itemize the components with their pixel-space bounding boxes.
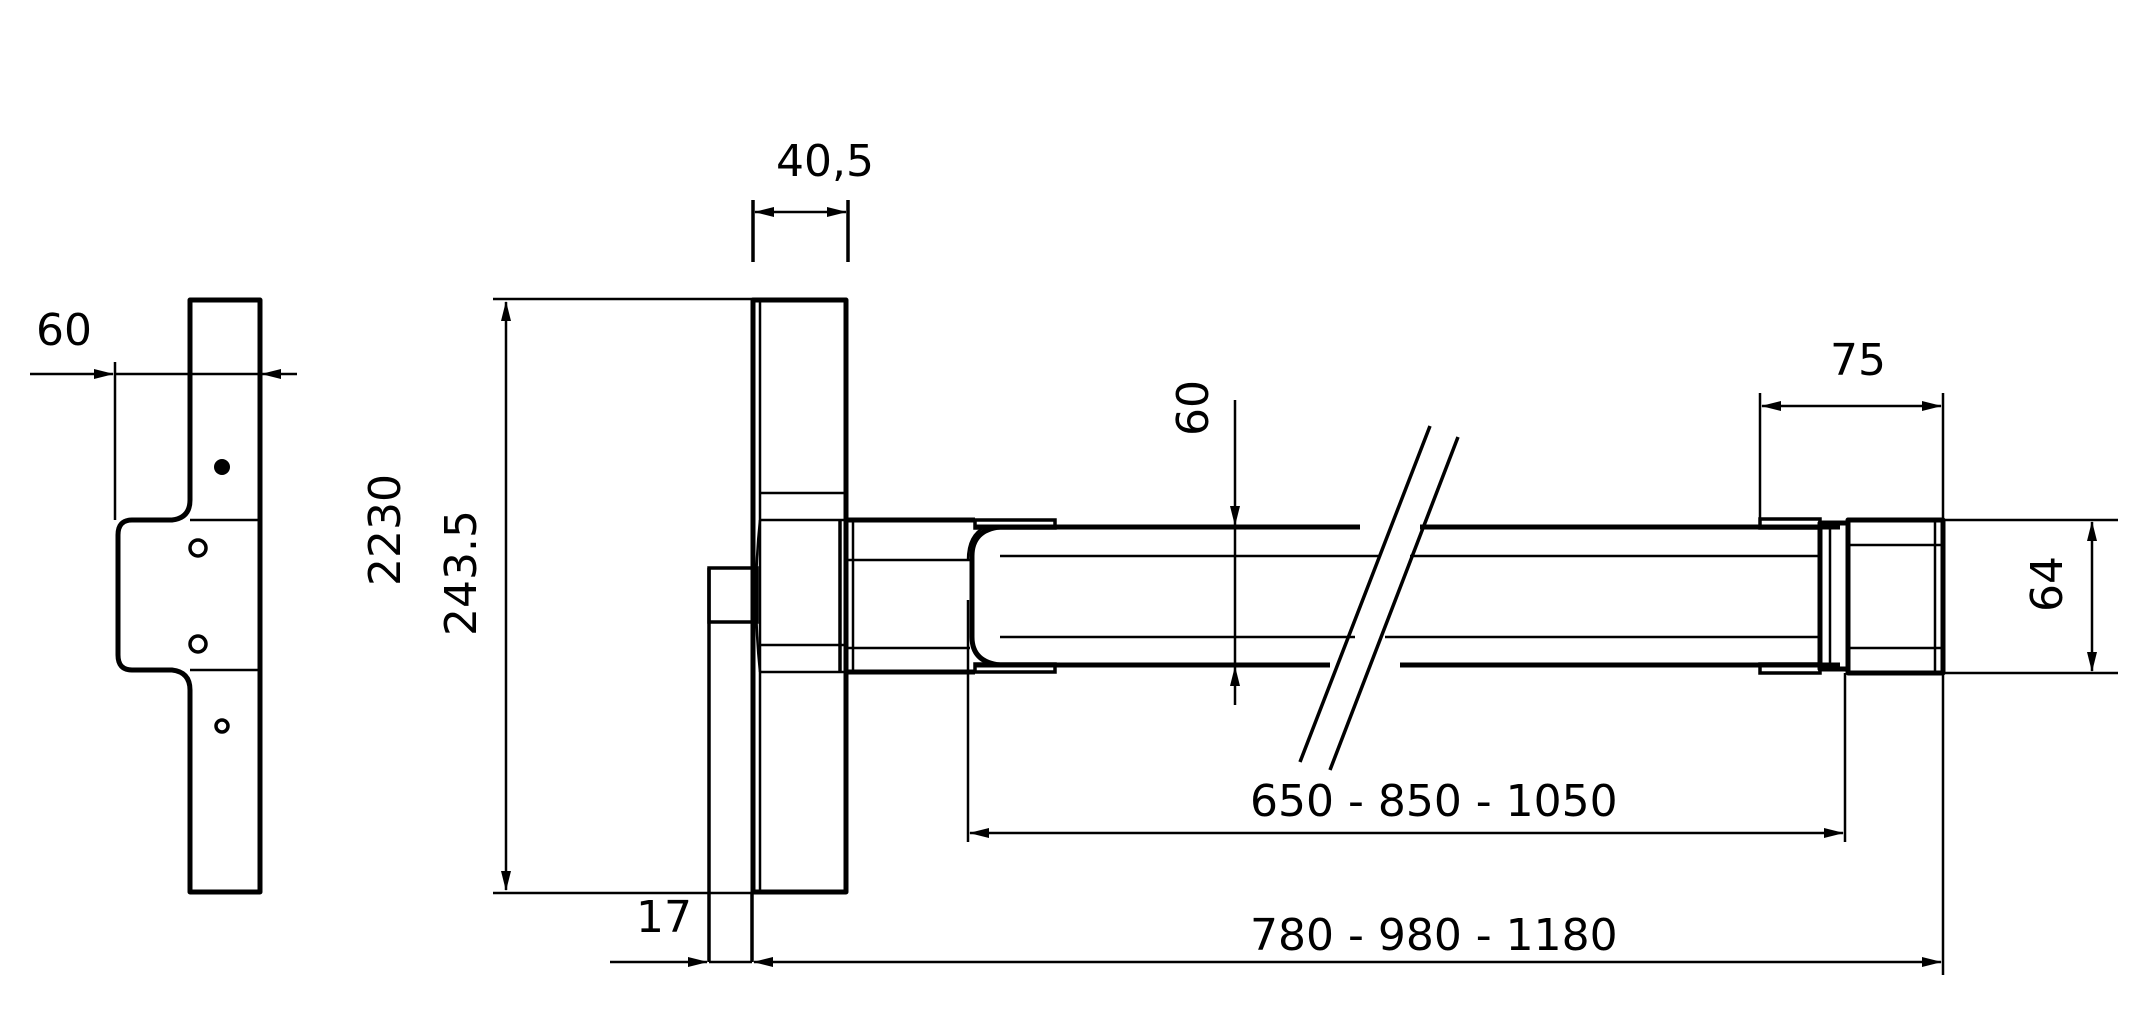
horizontal-bar <box>846 425 1946 771</box>
dimension-inner-length: 650 - 850 - 1050 <box>966 600 1847 842</box>
dimension-label: 17 <box>636 892 692 943</box>
dimension-end-cap-width: 75 <box>1758 335 1945 520</box>
dimension-label: 60 <box>1168 380 1219 436</box>
dimension-label: 2230 <box>360 474 411 586</box>
mounting-hole <box>214 459 230 475</box>
dimension-label: 40,5 <box>776 136 874 187</box>
dimension-overall-length: 17 780 - 980 - 1180 <box>610 673 1945 975</box>
front-view-plate <box>115 297 263 895</box>
side-view-plate <box>707 297 849 962</box>
mounting-hole <box>214 718 230 734</box>
dimension-side-width: 60 <box>30 305 297 520</box>
dimension-label: 650 - 850 - 1050 <box>1250 776 1618 827</box>
dimension-label: 64 <box>2022 556 2073 612</box>
mounting-hole <box>188 538 208 558</box>
dimension-end-cap-height: 64 <box>1943 518 2118 675</box>
dimension-bar-height: 60 <box>1168 380 1240 705</box>
dimension-label: 243.5 <box>436 510 487 636</box>
mounting-hole <box>188 634 208 654</box>
dimension-label: 780 - 980 - 1180 <box>1250 910 1618 961</box>
dimension-label: 60 <box>36 305 92 356</box>
dimension-plate-height: 2230 243.5 <box>360 297 753 895</box>
dimension-label: 75 <box>1830 335 1886 386</box>
dimension-depth-top: 40,5 <box>751 136 874 262</box>
